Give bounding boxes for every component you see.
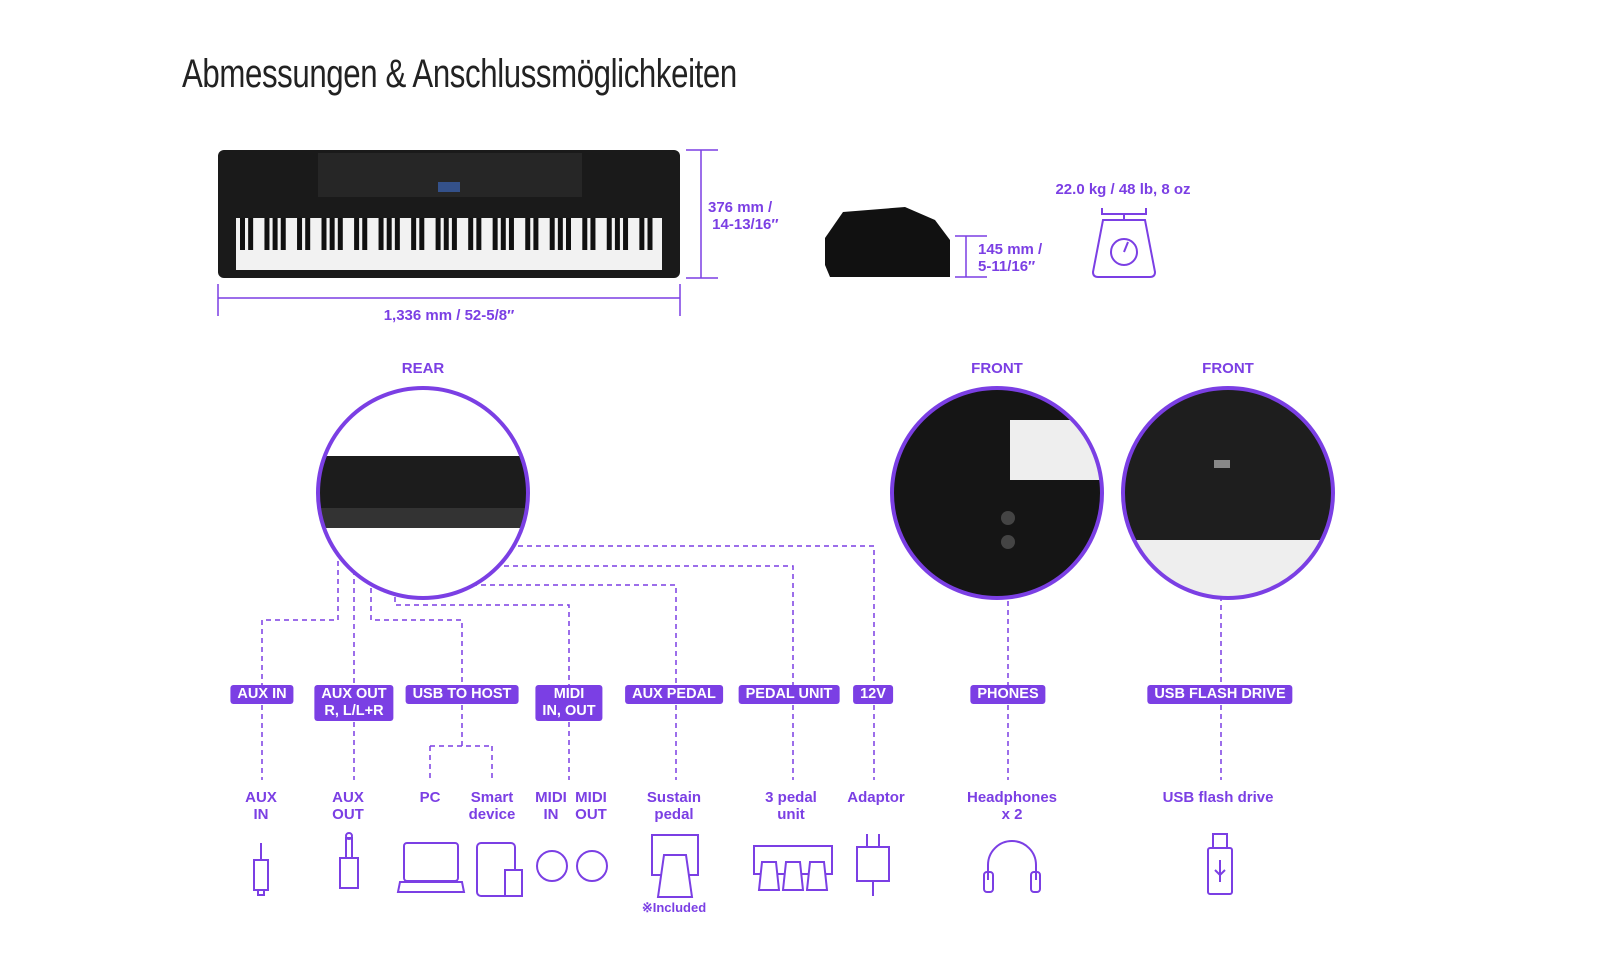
usb-drive-icon xyxy=(1207,833,1233,895)
device-pc: PC xyxy=(419,789,441,806)
laptop-icon xyxy=(396,842,466,893)
front-view-circle-usb xyxy=(1121,386,1335,600)
port-aux-pedal: AUX PEDAL xyxy=(625,685,723,704)
included-note: ※Included xyxy=(641,900,707,915)
height-dimension: 376 mm / 14-13/16″ xyxy=(708,199,779,233)
port-usb-to-host: USB TO HOST xyxy=(405,685,519,704)
weight-label: 22.0 kg / 48 lb, 8 oz xyxy=(1055,181,1191,198)
device-midi-in: MIDI IN xyxy=(535,789,567,823)
port-usb-flash-drive: USB FLASH DRIVE xyxy=(1147,685,1293,704)
depth-dimension: 145 mm / 5-11/16″ xyxy=(978,241,1043,275)
front-view-circle-phones xyxy=(890,386,1104,600)
device-usb-flash-drive: USB flash drive xyxy=(1162,789,1274,806)
device-icons xyxy=(253,832,1233,898)
mini-jack-icon xyxy=(253,843,269,896)
port-12v: 12V xyxy=(853,685,893,704)
page-title: Abmessungen & Anschlussmöglichkeiten xyxy=(182,52,737,96)
device-midi-out: MIDI OUT xyxy=(575,789,607,823)
piano-side-image xyxy=(825,207,950,277)
front-view-heading: FRONT xyxy=(1202,360,1254,377)
port-aux-in: AUX IN xyxy=(230,685,294,704)
rear-view-heading: REAR xyxy=(401,360,445,377)
phone-jack-icon xyxy=(339,832,359,889)
front-view-heading: FRONT xyxy=(971,360,1023,377)
port-midi: MIDI IN, OUT xyxy=(535,685,603,721)
sustain-pedal-icon xyxy=(651,834,699,898)
tablet-icon xyxy=(476,842,523,897)
device-adaptor: Adaptor xyxy=(847,789,905,806)
device-aux-in: AUX IN xyxy=(245,789,277,823)
device-aux-out: AUX OUT xyxy=(332,789,364,823)
dimension-lines xyxy=(217,149,987,316)
device-smart-device: Smart device xyxy=(468,789,516,823)
port-aux-out: AUX OUT R, L/L+R xyxy=(314,685,394,721)
scale-icon xyxy=(1091,208,1157,278)
width-dimension: 1,336 mm / 52-5/8″ xyxy=(383,307,515,324)
midi-out-icon xyxy=(576,850,608,882)
adaptor-icon xyxy=(856,834,890,896)
device-sustain-pedal: Sustain pedal xyxy=(646,789,702,823)
connection-lines xyxy=(261,470,1222,780)
device-3-pedal-unit: 3 pedal unit xyxy=(765,789,817,823)
midi-in-icon xyxy=(536,850,568,882)
port-pedal-unit: PEDAL UNIT xyxy=(738,685,840,704)
device-headphones: Headphones x 2 xyxy=(966,789,1058,823)
pedal-unit-icon xyxy=(753,845,833,891)
port-phones: PHONES xyxy=(970,685,1046,704)
rear-view-circle xyxy=(316,386,530,600)
headphones-icon xyxy=(983,840,1041,893)
piano-front-image xyxy=(218,150,680,278)
